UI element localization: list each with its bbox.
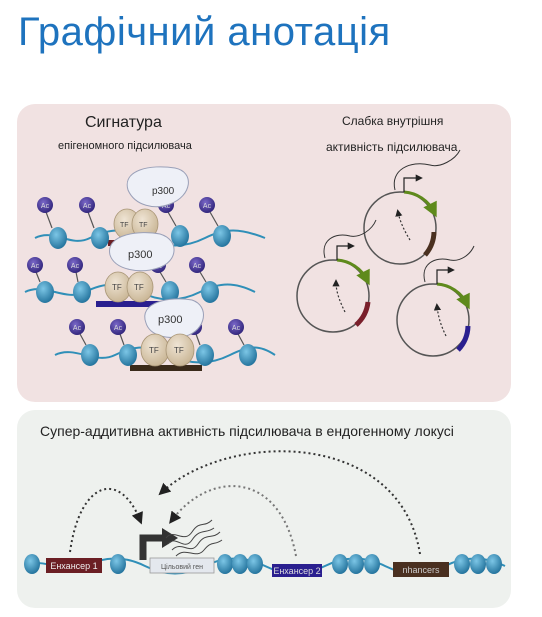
svg-text:Ac: Ac bbox=[41, 203, 50, 210]
rna-transcripts bbox=[165, 519, 223, 557]
svg-text:Ac: Ac bbox=[232, 325, 241, 332]
svg-text:TF: TF bbox=[120, 222, 129, 229]
svg-text:Ac: Ac bbox=[83, 203, 92, 210]
locus-nucleosome bbox=[217, 554, 233, 574]
interaction-arc-3 bbox=[158, 450, 421, 555]
interaction-arc-1 bbox=[69, 488, 143, 553]
promoter-arrow bbox=[139, 528, 178, 560]
target-gene-box: Цільовий ген bbox=[149, 557, 215, 574]
nucleosome bbox=[171, 225, 189, 247]
plasmid-1 bbox=[363, 149, 461, 265]
enhancer-1-box: Енхансер 1 bbox=[46, 558, 102, 573]
locus-nucleosome bbox=[348, 554, 364, 574]
svg-text:TF: TF bbox=[112, 283, 122, 292]
svg-text:Ac: Ac bbox=[203, 203, 212, 210]
acetyl-mark: Ac bbox=[69, 319, 87, 346]
acetyl-mark: Ac bbox=[199, 197, 219, 227]
locus-nucleosome bbox=[486, 554, 502, 574]
plasmid-2 bbox=[296, 219, 377, 333]
svg-text:TF: TF bbox=[134, 283, 144, 292]
nucleosome bbox=[91, 227, 109, 249]
page-title: Графічний анотація bbox=[18, 10, 391, 54]
svg-text:Ac: Ac bbox=[71, 263, 80, 270]
enhancer-2-box: Енхансер 2 bbox=[272, 564, 322, 577]
locus-nucleosome bbox=[332, 554, 348, 574]
locus-nucleosome bbox=[232, 554, 248, 574]
locus-nucleosome bbox=[110, 554, 126, 574]
weak-activity-title-1: Слабка внутрішня bbox=[342, 114, 444, 128]
nucleosome bbox=[239, 344, 257, 366]
signature-title: Сигнатура bbox=[85, 114, 162, 131]
nucleosome bbox=[201, 281, 219, 303]
svg-text:Ac: Ac bbox=[114, 325, 123, 332]
p300-complex-1: p300 TF TF bbox=[113, 166, 189, 240]
locus-nucleosome bbox=[364, 554, 380, 574]
svg-text:p300: p300 bbox=[152, 186, 175, 197]
acetyl-mark: Ac bbox=[27, 257, 43, 283]
svg-text:Енхансер 1: Енхансер 1 bbox=[50, 561, 97, 571]
signature-subtitle: епігеномного підсилювача bbox=[58, 140, 192, 152]
nucleosome bbox=[81, 344, 99, 366]
enhancer-3-box: nhancers bbox=[393, 562, 449, 577]
svg-text:Цільовий ген: Цільовий ген bbox=[161, 563, 203, 571]
nucleosome bbox=[49, 227, 67, 249]
svg-text:p300: p300 bbox=[128, 249, 152, 261]
svg-text:Ac: Ac bbox=[162, 203, 171, 210]
p300-complex-2: p300 TF TF bbox=[104, 232, 175, 303]
locus-nucleosome bbox=[247, 554, 263, 574]
plasmid-3 bbox=[396, 245, 475, 357]
interaction-arc-2 bbox=[169, 485, 297, 557]
svg-text:Ac: Ac bbox=[73, 325, 82, 332]
svg-text:p300: p300 bbox=[158, 314, 182, 326]
nucleosome bbox=[161, 281, 179, 303]
p300-complex-3: p300 TF TF bbox=[140, 298, 204, 367]
super-additive-title: Супер-аддитивна активність підсилювача в… bbox=[40, 423, 454, 439]
svg-text:TF: TF bbox=[149, 346, 159, 355]
svg-text:Ac: Ac bbox=[31, 263, 40, 270]
acetyl-mark: Ac bbox=[228, 319, 245, 346]
svg-text:nhancers: nhancers bbox=[402, 565, 440, 575]
svg-text:Енхансер 2: Енхансер 2 bbox=[273, 566, 320, 576]
svg-text:TF: TF bbox=[139, 222, 148, 229]
svg-text:TF: TF bbox=[174, 346, 184, 355]
acetyl-mark: Ac bbox=[79, 197, 95, 229]
svg-text:Ac: Ac bbox=[193, 263, 202, 270]
nucleosome bbox=[213, 225, 231, 247]
weak-activity-title-2: активність підсилювача bbox=[326, 140, 458, 154]
locus-nucleosome bbox=[24, 554, 40, 574]
acetyl-mark: Ac bbox=[37, 197, 53, 229]
locus-nucleosome bbox=[454, 554, 470, 574]
acetyl-mark: Ac bbox=[67, 257, 83, 283]
nucleosome bbox=[119, 344, 137, 366]
acetyl-mark: Ac bbox=[110, 319, 126, 346]
nucleosome bbox=[196, 344, 214, 366]
nucleosome bbox=[73, 281, 91, 303]
acetyl-mark: Ac bbox=[189, 257, 207, 283]
locus-nucleosome bbox=[470, 554, 486, 574]
nucleosome bbox=[36, 281, 54, 303]
